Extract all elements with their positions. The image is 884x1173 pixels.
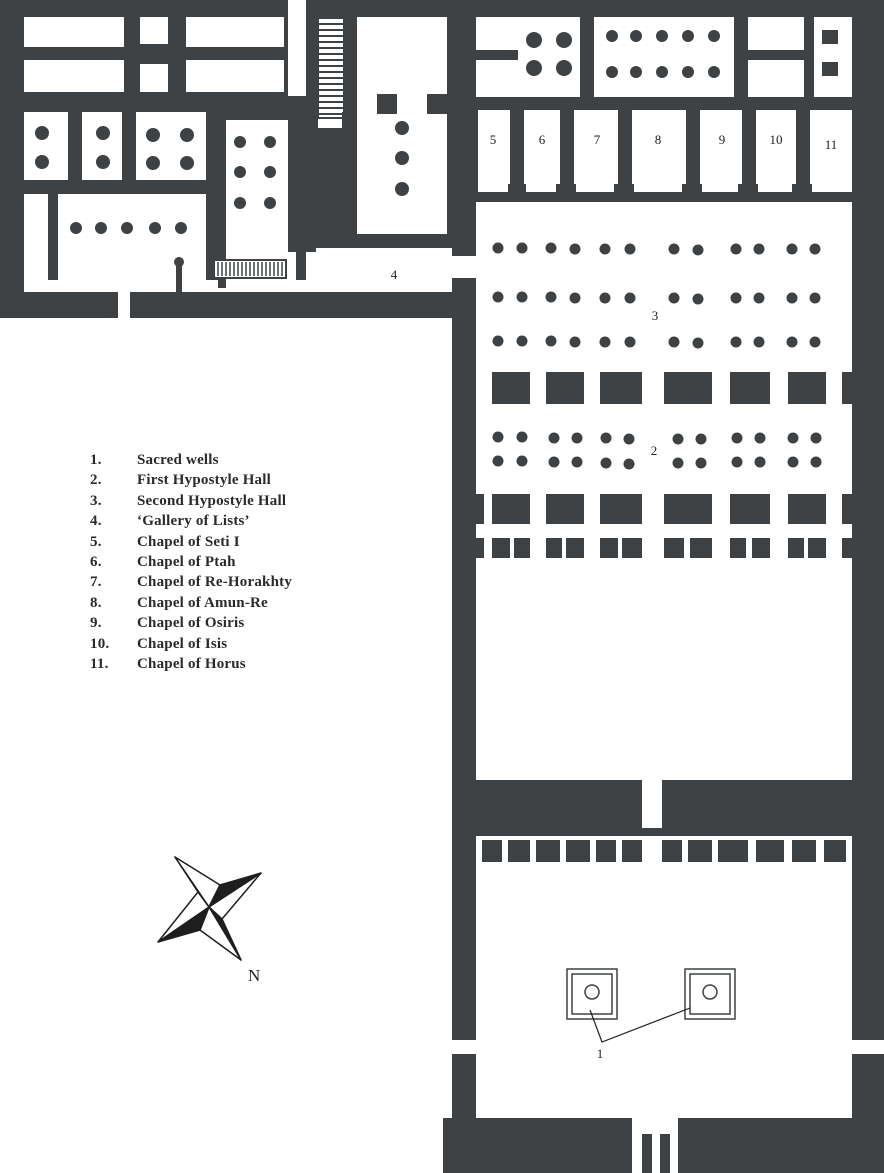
legend-item-text: Chapel of Osiris	[137, 615, 245, 632]
legend-item-number: 10.	[90, 635, 110, 652]
legend-item-text: Chapel of Re-Horakhty	[137, 574, 293, 591]
legend-item: 9. Chapel of Osiris	[90, 613, 292, 633]
label-second-hall: 3	[652, 308, 659, 323]
label-chapel-ptah: 6	[539, 132, 546, 147]
legend-item-number: 3.	[90, 492, 102, 509]
legend-item: 8. Chapel of Amun-Re	[90, 593, 292, 613]
plan-labels: 1 2 3 4 5 6 7 8 9 10 11	[391, 132, 838, 1061]
legend-item-number: 5.	[90, 533, 102, 550]
legend-item: 4. ‘Gallery of Lists’	[90, 511, 292, 531]
legend-item-text: Second Hypostyle Hall	[137, 492, 287, 509]
label-chapel-horus: 11	[825, 137, 838, 152]
label-chapel-amun: 8	[655, 132, 662, 147]
main-staircase	[318, 23, 344, 115]
legend-item-text: ‘Gallery of Lists’	[137, 513, 250, 530]
legend-item: 5. Chapel of Seti I	[90, 532, 292, 552]
compass-rose-icon	[157, 856, 262, 961]
legend-item-text: Sacred wells	[137, 452, 219, 468]
legend-item-text: First Hypostyle Hall	[137, 472, 271, 489]
legend-item-number: 1.	[90, 452, 102, 468]
label-wells: 1	[597, 1046, 604, 1061]
legend: 1. Sacred wells 2. First Hypostyle Hall 3. Se…	[90, 450, 292, 674]
legend-item-text: Chapel of Ptah	[137, 553, 236, 570]
label-chapel-re: 7	[594, 132, 601, 147]
label-chapel-osiris: 9	[719, 132, 726, 147]
legend-item-number: 2.	[90, 472, 102, 489]
legend-item-number: 6.	[90, 553, 102, 570]
legend-item: 10. Chapel of Isis	[90, 634, 292, 654]
legend-item: 3. Second Hypostyle Hall	[90, 491, 292, 511]
legend-item: 11. Chapel of Horus	[90, 654, 292, 674]
legend-item-number: 11.	[90, 655, 109, 672]
columns	[35, 30, 822, 470]
legend-item: 7. Chapel of Re-Horakhty	[90, 572, 292, 592]
legend-item-number: 7.	[90, 574, 102, 591]
legend-item: 2. First Hypostyle Hall	[90, 470, 292, 490]
legend-item-number: 8.	[90, 594, 102, 611]
sacred-wells	[566, 968, 736, 1043]
north-label: N	[248, 966, 261, 985]
label-chapel-isis: 10	[770, 132, 783, 147]
legend-item-number: 9.	[90, 615, 102, 632]
label-first-hall: 2	[651, 443, 658, 458]
legend-item: 6. Chapel of Ptah	[90, 552, 292, 572]
legend-item-text: Chapel of Horus	[137, 655, 246, 672]
inner-stairs	[213, 259, 287, 279]
legend-item-text: Chapel of Amun-Re	[137, 594, 268, 611]
legend-item-number: 4.	[90, 513, 102, 530]
legend-item-text: Chapel of Isis	[137, 635, 228, 652]
label-chapel-seti: 5	[490, 132, 497, 147]
legend-item-text: Chapel of Seti I	[137, 533, 240, 550]
label-gallery: 4	[391, 267, 398, 282]
legend-item: 1. Sacred wells	[90, 450, 292, 470]
